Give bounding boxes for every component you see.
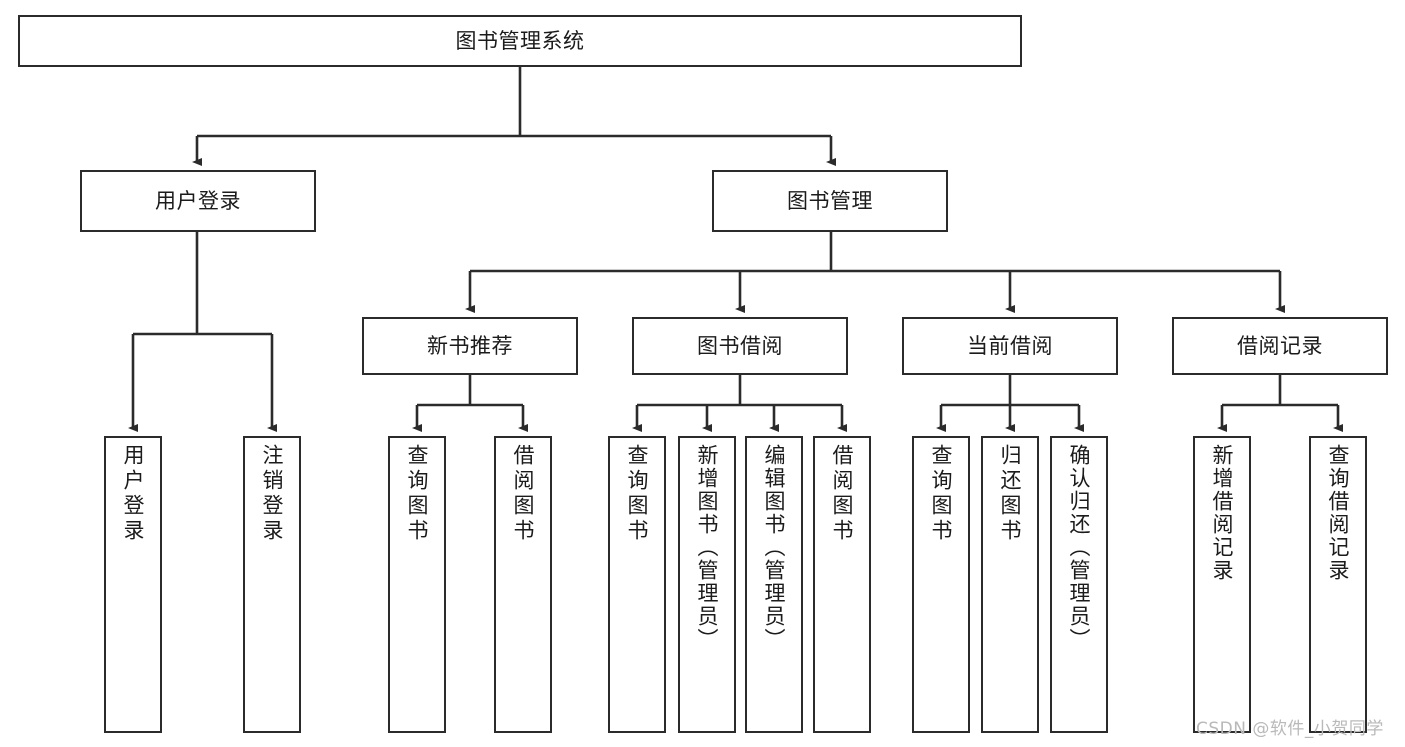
leaf-bb-borrow-book[interactable]: 借阅图书 <box>813 436 871 733</box>
node-current-borrow-label: 当前借阅 <box>967 333 1053 358</box>
leaf-cb-return-book[interactable]: 归还图书 <box>981 436 1039 733</box>
leaf-nb-borrow-book-label: 借阅图书 <box>511 444 536 544</box>
node-borrow-record-label: 借阅记录 <box>1237 333 1323 358</box>
node-root[interactable]: 图书管理系统 <box>18 15 1022 67</box>
leaf-user-login-label: 用户登录 <box>121 444 146 544</box>
node-root-label: 图书管理系统 <box>455 28 585 53</box>
leaf-br-query-record[interactable]: 查询借阅记录 <box>1309 436 1367 733</box>
leaf-br-add-record-label: 新增借阅记录 <box>1210 444 1235 582</box>
node-current-borrow[interactable]: 当前借阅 <box>902 317 1118 375</box>
leaf-br-query-record-label: 查询借阅记录 <box>1326 444 1351 582</box>
leaf-cb-return-book-label: 归还图书 <box>998 444 1023 544</box>
leaf-bb-edit-book-label: 编辑图书（管理员） <box>762 444 787 651</box>
leaf-logout-label: 注销登录 <box>260 444 285 544</box>
node-book-borrow-label: 图书借阅 <box>697 333 783 358</box>
leaf-bb-add-book-label: 新增图书（管理员） <box>695 444 720 651</box>
leaf-user-login[interactable]: 用户登录 <box>104 436 162 733</box>
node-user-login-label: 用户登录 <box>155 188 241 213</box>
leaf-cb-query-book[interactable]: 查询图书 <box>912 436 970 733</box>
node-book-management[interactable]: 图书管理 <box>712 170 948 232</box>
node-book-borrow[interactable]: 图书借阅 <box>632 317 848 375</box>
leaf-nb-query-book[interactable]: 查询图书 <box>388 436 446 733</box>
leaf-bb-query-book[interactable]: 查询图书 <box>608 436 666 733</box>
csdn-watermark: CSDN @软件_小贺同学 <box>1196 719 1384 739</box>
leaf-bb-query-book-label: 查询图书 <box>625 444 650 544</box>
node-borrow-record[interactable]: 借阅记录 <box>1172 317 1388 375</box>
leaf-bb-borrow-book-label: 借阅图书 <box>830 444 855 544</box>
leaf-bb-add-book[interactable]: 新增图书（管理员） <box>678 436 736 733</box>
leaf-logout[interactable]: 注销登录 <box>243 436 301 733</box>
leaf-cb-query-book-label: 查询图书 <box>929 444 954 544</box>
node-new-book-recommend[interactable]: 新书推荐 <box>362 317 578 375</box>
leaf-cb-confirm-return[interactable]: 确认归还（管理员） <box>1050 436 1108 733</box>
leaf-cb-confirm-return-label: 确认归还（管理员） <box>1067 444 1092 651</box>
node-new-book-recommend-label: 新书推荐 <box>427 333 513 358</box>
leaf-bb-edit-book[interactable]: 编辑图书（管理员） <box>745 436 803 733</box>
leaf-br-add-record[interactable]: 新增借阅记录 <box>1193 436 1251 733</box>
node-book-management-label: 图书管理 <box>787 188 873 213</box>
leaf-nb-query-book-label: 查询图书 <box>405 444 430 544</box>
leaf-nb-borrow-book[interactable]: 借阅图书 <box>494 436 552 733</box>
node-user-login[interactable]: 用户登录 <box>80 170 316 232</box>
